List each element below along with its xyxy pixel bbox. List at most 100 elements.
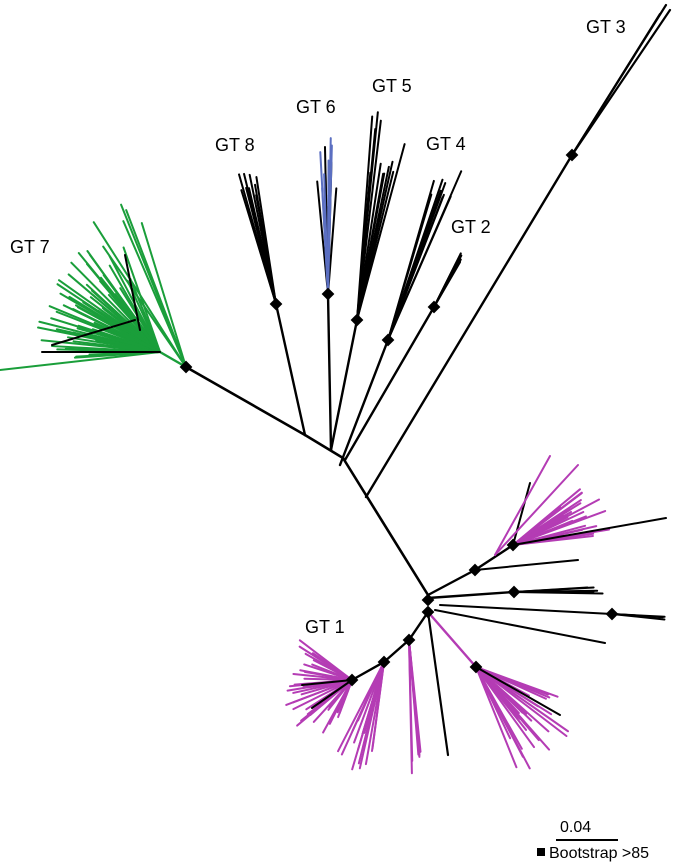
tree-branches: [0, 3, 672, 775]
gt1-leaf: [408, 639, 413, 775]
gt1-branch: [426, 590, 516, 600]
bootstrap-label: Bootstrap >85: [549, 845, 649, 862]
gt6-leaf: [327, 159, 330, 295]
gt1-leaf: [327, 679, 353, 711]
gt1-leaf: [439, 604, 613, 615]
bootstrap-node: [468, 563, 482, 577]
gt1-leaf: [426, 610, 450, 757]
bootstrap-node: [565, 148, 579, 162]
bootstrap-marker-icon: [537, 848, 545, 856]
gt4-leaf: [387, 178, 444, 341]
gt1-leaf: [328, 679, 353, 725]
gt1-branch: [473, 543, 515, 572]
legend: 0.04 Bootstrap >85: [537, 819, 649, 862]
gt1-leaf: [494, 455, 551, 556]
gt7-leaf: [72, 308, 161, 353]
gt1-leaf: [371, 661, 385, 750]
gt1-leaf: [434, 609, 606, 644]
gt1-leaf: [299, 669, 353, 681]
gt5-leaf: [356, 143, 406, 321]
bootstrap-node: [605, 607, 619, 621]
label-gt8: GT 8: [215, 135, 255, 155]
gt7-branch: [158, 350, 188, 369]
gt7-leaf: [140, 222, 187, 368]
label-gt5: GT 5: [372, 76, 412, 96]
bootstrap-node: [507, 585, 521, 599]
gt1-leaf: [475, 666, 549, 696]
gt2-leaf: [433, 254, 463, 308]
gt1-branch: [350, 660, 386, 682]
gt1-leaf: [494, 464, 579, 556]
label-gt1: GT 1: [305, 617, 345, 637]
gt1-leaf: [303, 677, 353, 681]
gt1-leaf: [474, 559, 579, 571]
gt7-leaf: [57, 279, 161, 353]
gt1-branch: [426, 610, 478, 669]
gt7-leaf: [70, 261, 161, 353]
gt1-branch: [382, 638, 411, 664]
gt1-leaf: [292, 679, 353, 711]
gt7-leaf: [120, 203, 187, 368]
gt7-leaf: [97, 343, 161, 353]
gt1-branch: [407, 610, 430, 642]
backbone: [341, 456, 430, 597]
gt6-branch: [326, 292, 333, 452]
gt1-branch: [426, 568, 477, 597]
gt7-leaf: [51, 319, 136, 346]
gt4-leaf: [387, 179, 435, 341]
backbone: [184, 365, 307, 437]
backbone: [303, 433, 345, 460]
label-gt7: GT 7: [10, 237, 50, 257]
gt2-branch: [343, 305, 436, 462]
gt1-leaf: [357, 661, 385, 722]
gt1-leaf: [475, 666, 569, 733]
gt4-leaf: [387, 195, 452, 341]
gt1-leaf: [512, 492, 583, 546]
gt1-leaf: [512, 517, 667, 546]
gt8-leaf: [248, 173, 277, 305]
gt3-branch: [364, 153, 574, 499]
label-gt3: GT 3: [586, 17, 626, 37]
gt7-leaf: [122, 246, 161, 353]
gt1-leaf: [512, 482, 531, 546]
gt1-leaf: [408, 639, 421, 758]
bootstrap-node: [321, 287, 335, 301]
gt1-leaf: [363, 661, 385, 734]
label-gt4: GT 4: [426, 134, 466, 154]
gt1-leaf: [475, 666, 536, 749]
gt1-leaf: [301, 679, 353, 686]
gt1-leaf: [311, 679, 353, 709]
gt1-leaf: [291, 679, 353, 704]
bootstrap-nodes: [179, 148, 619, 687]
gt7-leaf: [77, 252, 161, 353]
gt8-leaf: [238, 173, 277, 305]
bootstrap-node: [381, 333, 395, 347]
bootstrap-node: [421, 593, 435, 607]
bootstrap-node: [427, 300, 441, 314]
gt1-leaf: [475, 666, 550, 733]
gt1-leaf: [475, 666, 518, 769]
bootstrap-node: [269, 297, 283, 311]
gt4-branch: [338, 338, 390, 467]
gt1-leaf: [513, 586, 589, 593]
gt5-branch: [329, 318, 359, 452]
gt1-leaf: [512, 515, 587, 546]
gt7-leaf: [0, 351, 161, 371]
label-gt6: GT 6: [296, 97, 336, 117]
gt5-leaf: [356, 171, 372, 321]
gt1-leaf: [312, 659, 353, 681]
gt1-leaf: [475, 666, 561, 716]
bootstrap-node: [179, 360, 193, 374]
gt3-leaf: [570, 12, 662, 157]
gt6-leaf: [319, 151, 329, 295]
gt1-leaf: [475, 666, 524, 758]
scale-value: 0.04: [560, 819, 591, 836]
label-gt2: GT 2: [451, 217, 491, 237]
gt1-leaf: [512, 510, 573, 546]
gt7-leaf: [124, 254, 141, 331]
bootstrap-node: [350, 313, 364, 327]
gt5-leaf: [356, 160, 394, 321]
gt8-branch: [274, 302, 307, 437]
